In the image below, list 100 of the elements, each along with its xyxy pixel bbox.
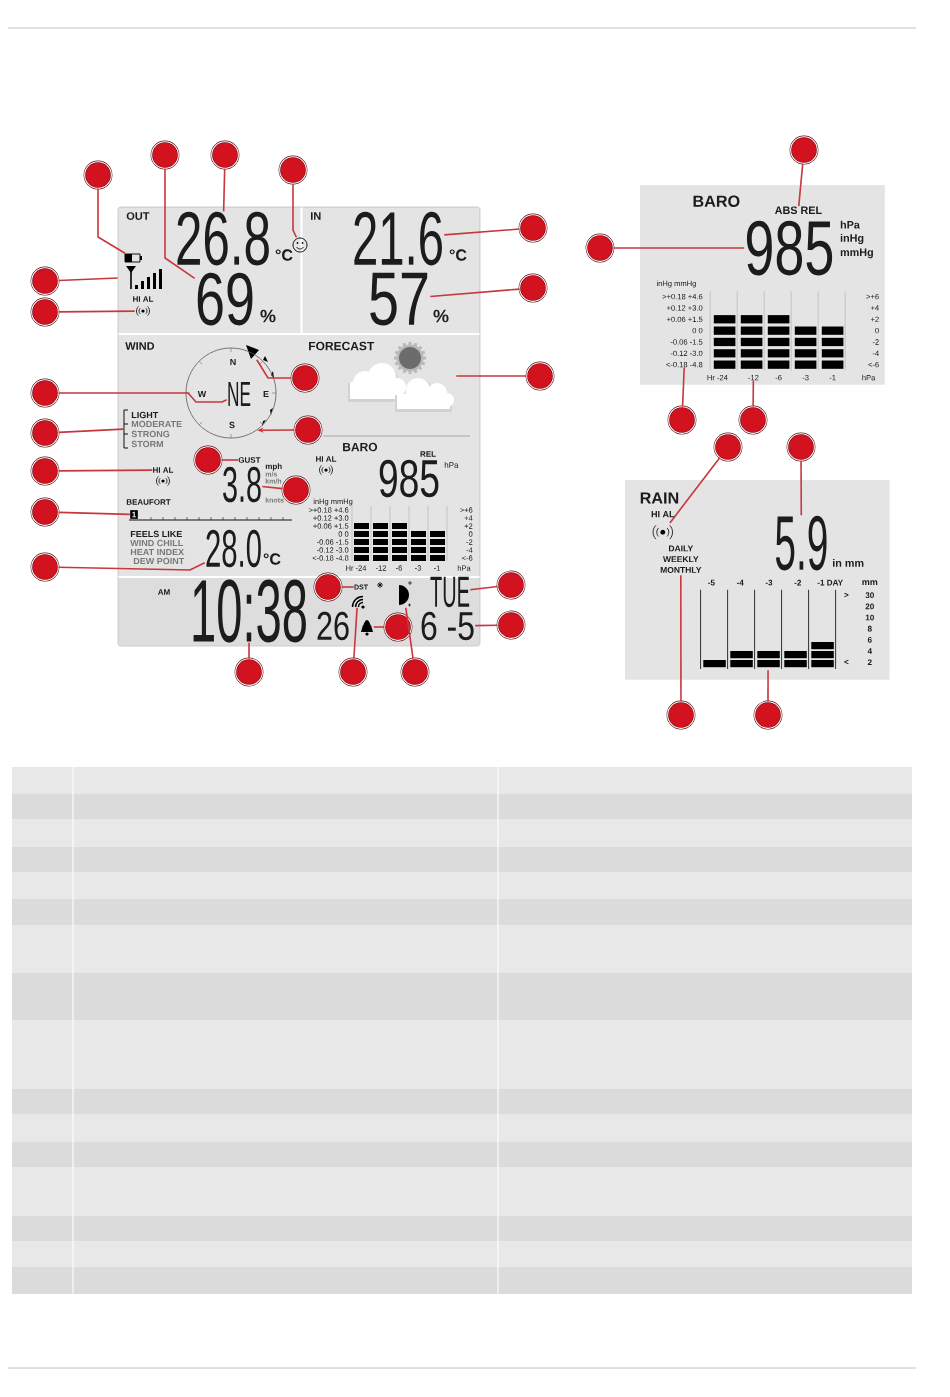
section-title: RAIN [640, 492, 679, 504]
leader-line [443, 228, 521, 236]
callout-circle [518, 273, 548, 303]
digit-readout: 3.8 [223, 466, 261, 503]
mode-label: AM [158, 589, 170, 595]
scale-label: 4 [867, 648, 872, 654]
leader-line [800, 459, 803, 517]
section-title: BARO [343, 442, 378, 452]
leader-line [57, 428, 125, 434]
scale-label: 10 [865, 614, 874, 621]
leader-line [353, 607, 358, 660]
callout-circle [30, 266, 60, 296]
unit-label: % [433, 309, 449, 323]
mode-label: DEW POINT [133, 557, 185, 565]
leader-line [429, 288, 521, 298]
leader-line [97, 187, 126, 255]
callout-circle [383, 612, 413, 642]
digit-readout: 985 [379, 459, 439, 498]
digit-readout: 28.0 [206, 529, 261, 568]
smiley-icon [292, 237, 308, 253]
callout-circle [30, 378, 60, 408]
unit-label: mph [265, 463, 282, 471]
leader-line [57, 561, 206, 571]
bracket [123, 409, 129, 449]
leader-line [681, 366, 685, 408]
leader-line [261, 485, 284, 490]
callout-circle [738, 405, 768, 435]
digit-readout: 21.6 [354, 211, 442, 266]
wind-pointer [246, 345, 259, 359]
leader-line [469, 585, 499, 591]
level-indicator: 1 [130, 510, 138, 519]
unit-label: hPa [444, 462, 459, 468]
unit-label: % [260, 309, 276, 323]
wind-level-label: MODERATE [131, 420, 182, 428]
leader-line [798, 162, 804, 207]
unit-label: mmHg [840, 248, 873, 259]
bar-chart [700, 589, 836, 670]
callout-circle [193, 445, 223, 475]
digit-readout: 5.9 [775, 515, 827, 571]
leader-line [405, 607, 414, 660]
digit-readout: 57 [370, 272, 428, 326]
leader-line [669, 457, 721, 524]
leader-line [164, 167, 196, 280]
mode-label: WIND CHILL [130, 539, 183, 547]
section-title: BARO [693, 195, 740, 207]
callout-circle [786, 432, 816, 462]
radio-signal-icon [351, 595, 365, 609]
callout-circle [713, 432, 743, 462]
unit-label: mm [862, 580, 878, 586]
unit-label: in mm [833, 558, 864, 567]
callout-circle [585, 233, 615, 263]
callout-circle [210, 140, 240, 170]
section-title: FORECAST [309, 341, 375, 351]
leader-line [612, 247, 745, 249]
callout-circle [496, 610, 526, 640]
mode-label: GUST [238, 457, 261, 463]
leader-line [255, 358, 293, 379]
leader-line [455, 375, 528, 377]
digit-readout: 26.8 [177, 211, 269, 266]
callout-circle [789, 135, 819, 165]
callout-circle [525, 361, 555, 391]
scale-label: 6 [867, 636, 872, 643]
alarm-label: HI AL [153, 467, 174, 473]
section-title: BEAUFORT [126, 499, 171, 505]
callout-circle [30, 297, 60, 327]
callout-circle [83, 160, 113, 190]
scale-label: 2 [867, 659, 872, 666]
wind-level-label: STRONG [131, 430, 170, 438]
digit-readout: NE [228, 382, 251, 406]
scale-label: 8 [867, 625, 872, 632]
callout-circle [290, 363, 320, 393]
callout-circle [753, 700, 783, 730]
leader-line [248, 641, 250, 660]
leader-line [220, 459, 239, 461]
unit-label: °C [275, 249, 293, 261]
unit-label: hPa [840, 220, 860, 229]
callout-circle [313, 572, 343, 602]
leader-line [57, 277, 119, 282]
callout-circle [150, 140, 180, 170]
moon-icon [399, 580, 413, 607]
alarm-icon [136, 306, 150, 316]
callout-circle [30, 418, 60, 448]
callout-circle [518, 213, 548, 243]
panel-title: IN [311, 212, 321, 220]
callout-circle [234, 657, 264, 687]
axis-label: -1 DAY [817, 579, 843, 586]
callout-circle [400, 657, 430, 687]
digit-readout: 985 [746, 220, 833, 276]
leader-line [222, 167, 226, 213]
leader-line [767, 669, 769, 703]
leader-line [57, 511, 131, 516]
unit-label: inHg [840, 233, 864, 245]
leader-line [752, 379, 755, 408]
unit-label: °C [449, 249, 467, 261]
unit-label: °C [263, 553, 281, 565]
option-list: DAILY WEEKLY MONTHLY [657, 543, 704, 576]
callout-circle [293, 415, 323, 445]
leader-line [57, 310, 136, 313]
callout-circle [30, 552, 60, 582]
leader-line [57, 392, 228, 403]
